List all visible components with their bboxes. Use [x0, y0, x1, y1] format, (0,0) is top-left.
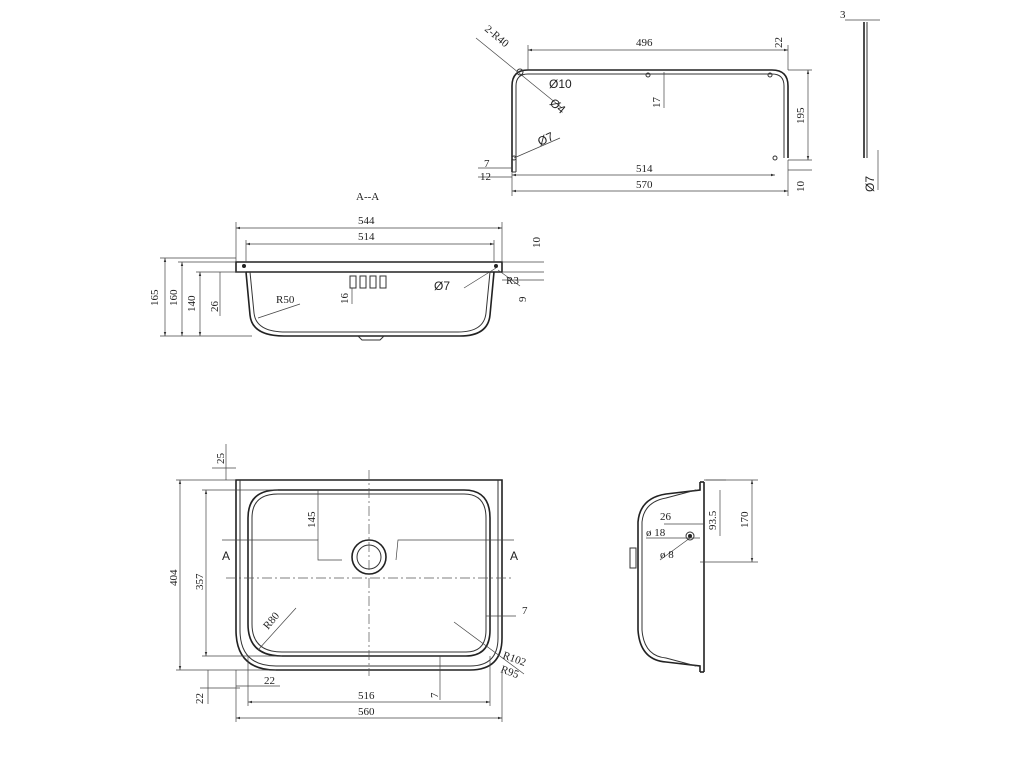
- dim-phi8: ø 8: [660, 549, 674, 561]
- dim-7-top: 7: [484, 158, 490, 170]
- plan-view: A A 25 404 357 145 R80 7 R102 R95 22 22 …: [168, 444, 528, 722]
- dim-12: 12: [480, 171, 491, 183]
- side-outline: [637, 482, 701, 672]
- dim-22-top: 22: [773, 37, 785, 48]
- dim-3: 3: [840, 9, 846, 21]
- side-hole-phi8: [685, 531, 695, 541]
- drain-stub: [629, 547, 637, 569]
- dim-514-top: 514: [636, 163, 653, 175]
- dim-10-aa: 10: [531, 237, 543, 249]
- dim-514-aa: 514: [358, 231, 375, 243]
- basin-outline: [247, 489, 491, 657]
- section-label-a-left: A: [222, 549, 230, 563]
- side-view: 26 ø 18 93.5 ø 8 170: [629, 479, 758, 673]
- thin-side-view: 3 Ø7: [840, 9, 880, 192]
- dim-10-top: 10: [795, 181, 807, 193]
- flange-outline: [511, 69, 789, 172]
- dim-357: 357: [194, 573, 206, 590]
- top-view-flange: 496 22 2-R40 Ø10 Ø4 17 195 Ø7 7 12 514 5…: [475, 23, 812, 196]
- dim-170: 170: [739, 511, 751, 528]
- dim-9: 9: [517, 296, 529, 302]
- hole-phi10: [516, 68, 524, 76]
- dim-145: 145: [306, 511, 318, 528]
- dim-phi7-side: Ø7: [863, 176, 877, 192]
- dim-516: 516: [358, 690, 375, 702]
- dim-17: 17: [651, 97, 663, 109]
- dim-26: 26: [209, 301, 221, 313]
- rim: [235, 261, 503, 273]
- dim-7-bottom: 7: [429, 692, 441, 698]
- dim-496: 496: [636, 37, 653, 49]
- dim-404: 404: [168, 569, 180, 586]
- dim-160: 160: [168, 289, 180, 306]
- dim-570: 570: [636, 179, 653, 191]
- hole-small-right: [767, 72, 773, 78]
- section-label-a-right: A: [510, 549, 518, 563]
- section-title: A--A: [356, 191, 379, 203]
- dim-165: 165: [149, 289, 161, 306]
- outer-outline: [235, 479, 503, 671]
- section-aa-view: A--A 544 514 10 165 160 140: [149, 191, 544, 341]
- dim-22-left: 22: [194, 693, 206, 704]
- dim-phi10: Ø10: [549, 77, 572, 91]
- dim-22-bottom: 22: [264, 675, 275, 687]
- dim-phi7-aa: Ø7: [434, 279, 450, 293]
- dim-16: 16: [339, 293, 351, 305]
- dim-7-right: 7: [522, 605, 528, 617]
- dim-544: 544: [358, 215, 375, 227]
- hole-phi7: [511, 155, 517, 161]
- dim-r50: R50: [276, 294, 295, 306]
- dim-r3: R3: [506, 275, 519, 287]
- dim-phi7-top: Ø7: [535, 129, 556, 149]
- dim-195: 195: [795, 107, 807, 124]
- dim-93-5: 93.5: [707, 510, 719, 530]
- hole-small: [645, 72, 651, 78]
- dim-560: 560: [358, 706, 375, 718]
- dim-phi18: ø 18: [646, 527, 666, 539]
- dim-r80: R80: [261, 610, 282, 632]
- dim-140: 140: [186, 295, 198, 312]
- dim-25: 25: [215, 453, 227, 465]
- bowl-outline: [245, 271, 495, 337]
- dim-26-side: 26: [660, 511, 672, 523]
